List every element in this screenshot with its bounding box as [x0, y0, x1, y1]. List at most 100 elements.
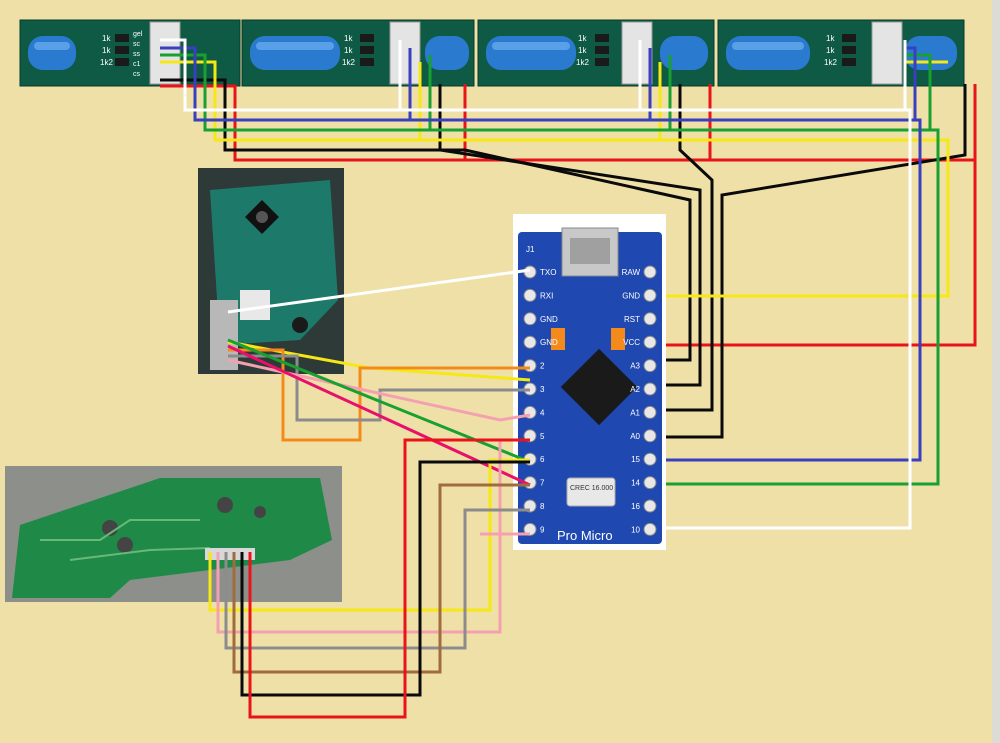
- right-pin-label: 10: [631, 525, 640, 534]
- left-pin-label: 7: [540, 479, 545, 488]
- button-pcb: [5, 466, 342, 602]
- left-pin-3: [523, 335, 537, 349]
- right-pin-label: RAW: [622, 268, 641, 277]
- wire-black-a3: [160, 78, 692, 362]
- wire-green-14: [160, 53, 940, 486]
- pin-label: c1: [133, 61, 141, 68]
- board-title: Pro Micro: [557, 528, 613, 543]
- sensor-tube: [726, 36, 810, 70]
- right-pin-label: GND: [622, 291, 640, 300]
- left-pin-label: 8: [540, 502, 545, 511]
- resistor-label: 1k: [826, 46, 835, 55]
- left-pin-label: 6: [540, 455, 545, 464]
- left-pin-label: 4: [540, 408, 545, 417]
- left-pin-label: 2: [540, 362, 545, 371]
- right-pin-11: [643, 522, 657, 536]
- right-pin-7: [643, 429, 657, 443]
- pin-label: gel: [133, 31, 143, 38]
- right-pin-label: 16: [631, 502, 640, 511]
- right-pin-3: [643, 335, 657, 349]
- right-pin-5: [643, 382, 657, 396]
- pin-label: sc: [133, 41, 141, 48]
- resistor-label: 1k2: [824, 58, 837, 67]
- resistor-label: 1k: [102, 34, 111, 43]
- sensor-tube-highlight: [492, 42, 570, 50]
- sensor-tube: [250, 36, 340, 70]
- right-pin-0: [643, 265, 657, 279]
- joystick-button: [240, 290, 270, 320]
- right-pin-1: [643, 288, 657, 302]
- left-pin-label: GND: [540, 338, 558, 347]
- wire-brown-bottom: [232, 483, 530, 674]
- wire-gray-3: [228, 354, 530, 422]
- left-pin-label: 3: [540, 385, 545, 394]
- wires-left: [208, 268, 531, 719]
- resistor-label: 1k2: [576, 58, 589, 67]
- button-pcb-connector: [205, 548, 255, 560]
- left-pin-label: RXI: [540, 291, 553, 300]
- wire-yellow-bottom: [208, 458, 530, 612]
- resistor-label: 1k: [826, 34, 835, 43]
- left-pin-2: [523, 312, 537, 326]
- capacitor: [611, 328, 625, 350]
- right-pin-label: A3: [630, 362, 640, 371]
- left-pin-label: 9: [540, 525, 545, 534]
- pin-label: ss: [133, 51, 141, 58]
- resistor-label: 1k2: [100, 58, 113, 67]
- right-pin-9: [643, 476, 657, 490]
- wire-orange-2: [228, 348, 530, 442]
- right-pin-label: VCC: [623, 338, 640, 347]
- left-pin-label: TXO: [540, 268, 556, 277]
- right-pin-label: A0: [630, 432, 640, 441]
- pin-label: cs: [133, 71, 141, 78]
- resistor-label: 1k: [578, 46, 587, 55]
- right-pin-4: [643, 359, 657, 373]
- left-pin-label: 5: [540, 432, 545, 441]
- resistor-label: 1k: [102, 46, 111, 55]
- right-pin-label: 15: [631, 455, 640, 464]
- capacitor: [551, 328, 565, 350]
- right-pin-label: A2: [630, 385, 640, 394]
- sensor-module-3: 1k 1k 1k2: [477, 19, 715, 87]
- sensor-tube-highlight: [256, 42, 334, 50]
- crystal-label: CREC 16.000: [570, 485, 613, 492]
- resistor: [115, 34, 129, 42]
- sensor-tube-highlight: [732, 42, 804, 50]
- sensor-module-1: 1k 1k 1k2 gel sc ss c1 cs: [19, 19, 241, 87]
- resistor: [115, 46, 129, 54]
- sensor-tube-highlight: [34, 42, 70, 50]
- right-pin-label: 14: [631, 479, 640, 488]
- left-pin-4: [523, 359, 537, 373]
- right-pin-10: [643, 499, 657, 513]
- resistor-label: 1k: [578, 34, 587, 43]
- wire-black-a2: [438, 84, 702, 387]
- resistor-label: 1k: [344, 46, 353, 55]
- wire-black-a0: [655, 84, 967, 439]
- pin-header: [389, 21, 421, 85]
- right-scroll-edge: [992, 0, 1000, 743]
- sensor-tube: [486, 36, 576, 70]
- right-pin-8: [643, 452, 657, 466]
- left-pin-1: [523, 288, 537, 302]
- crystal: [566, 477, 616, 507]
- sensor-tube: [425, 36, 469, 70]
- left-pin-label: GND: [540, 315, 558, 324]
- button-pcb-board: [12, 478, 332, 598]
- wire-pink-4: [227, 358, 531, 422]
- wire-green-6: [227, 338, 531, 464]
- resistor-label: 1k2: [342, 58, 355, 67]
- right-pin-2: [643, 312, 657, 326]
- wire-white-txo: [227, 268, 531, 314]
- wire-buses: [160, 38, 977, 530]
- pin-header: [871, 21, 903, 85]
- wire-gray-bottom: [224, 508, 530, 650]
- wire-black-a1: [655, 84, 714, 412]
- pin-header: [149, 21, 181, 85]
- jumper-label: J1: [526, 245, 535, 254]
- wire-blue-15: [160, 46, 922, 462]
- wire-red-vcc: [160, 84, 977, 347]
- pin-header: [621, 21, 653, 85]
